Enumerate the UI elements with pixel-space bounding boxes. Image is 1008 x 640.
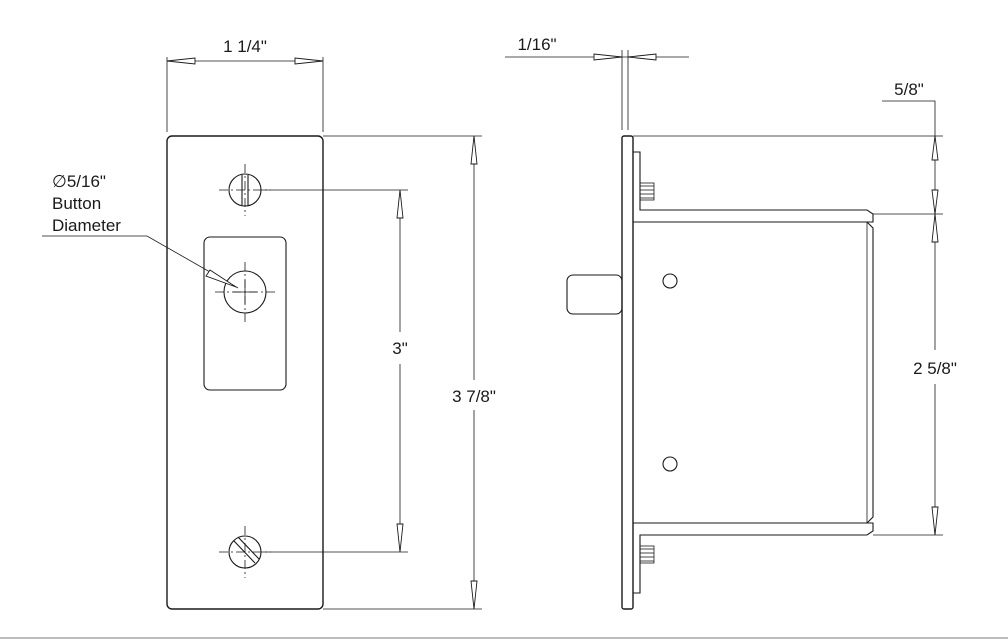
plate-thickness-dimension: 1/16"	[505, 35, 689, 61]
button-size-label: 5/16"	[67, 172, 106, 191]
screw-spacing-dimension: 3"	[392, 189, 408, 553]
lock-body	[633, 221, 874, 524]
plate-thickness-label: 1/16"	[517, 35, 556, 54]
top-screw-icon	[219, 164, 271, 216]
plate-height-label: 3 7/8"	[452, 387, 496, 406]
plate-width-label: 1 1/4"	[223, 37, 267, 56]
button-icon	[215, 262, 275, 322]
diameter-label: Diameter	[52, 216, 121, 235]
button-callout: ∅5/16" Button Diameter	[42, 172, 239, 289]
svg-text:∅5/16": ∅5/16"	[52, 172, 106, 191]
top-offset-label: 5/8"	[894, 80, 924, 99]
plate-height-dimension: 3 7/8"	[452, 135, 496, 610]
button-window	[203, 236, 287, 391]
body-height-label: 2 5/8"	[913, 359, 957, 378]
side-face-plate	[621, 135, 634, 610]
body-height-dimension: 2 5/8"	[913, 213, 957, 536]
face-plate	[166, 135, 324, 610]
button-label: Button	[52, 194, 101, 213]
diameter-symbol: ∅	[52, 172, 67, 191]
upper-screw-thread-icon	[639, 182, 655, 201]
upper-bracket	[633, 151, 874, 223]
button-pin	[566, 274, 623, 315]
body-hole-bottom-icon	[662, 456, 678, 472]
lower-bracket	[633, 522, 874, 594]
front-view: 1 1/4" 3" 3 7/8" ∅5/16" Button Diameter	[42, 37, 496, 610]
screw-spacing-label: 3"	[392, 339, 408, 358]
side-view: 1/16" 5/8" 2 5/8"	[505, 35, 957, 610]
top-offset-dimension: 5/8"	[882, 80, 939, 215]
bottom-screw-icon	[219, 526, 271, 578]
lower-screw-thread-icon	[639, 545, 655, 564]
body-hole-top-icon	[662, 273, 678, 289]
plate-width-dimension: 1 1/4"	[166, 37, 324, 65]
